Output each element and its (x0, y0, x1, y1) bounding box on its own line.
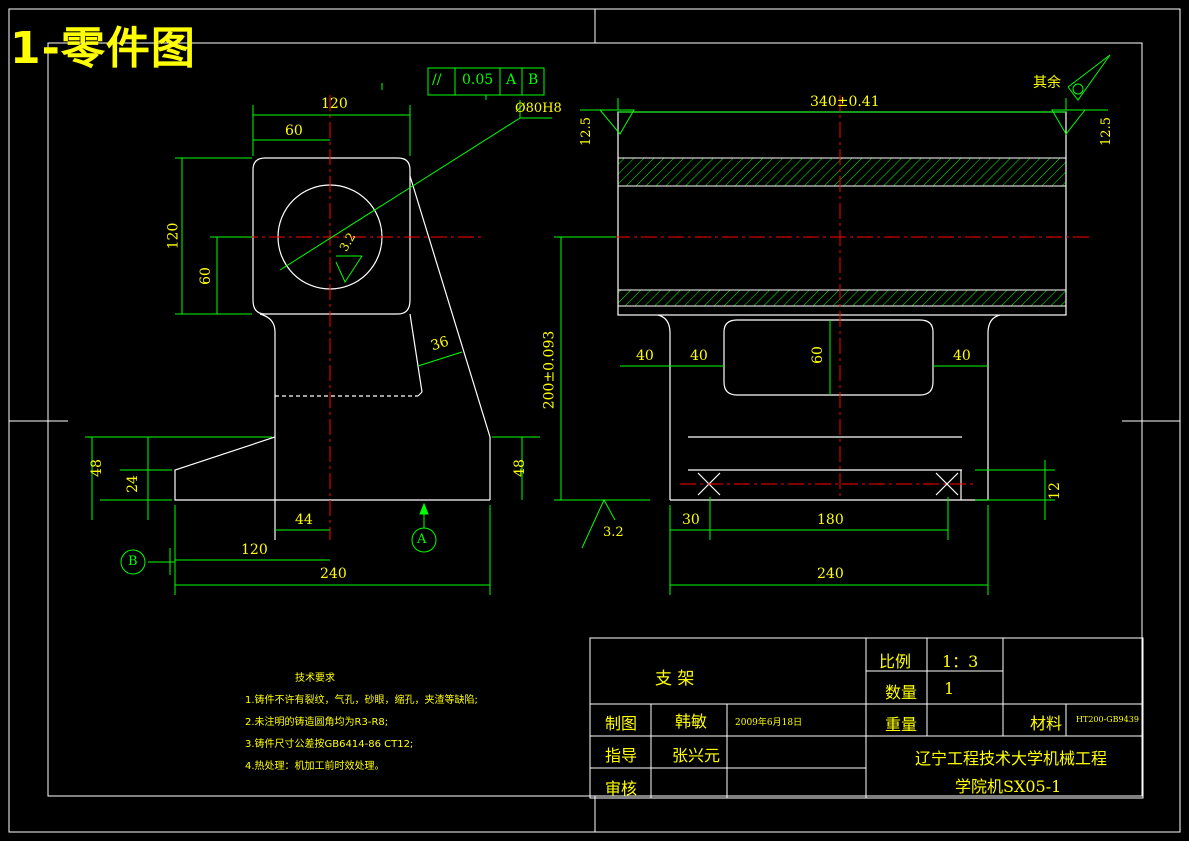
school-line-1: 辽宁工程技术大学机械工程 (915, 749, 1108, 768)
material-value: HT200-GB9439 (1076, 715, 1139, 724)
dim-slot-depth: 12 (1046, 482, 1063, 500)
review-label: 审核 (605, 779, 638, 798)
datum-a-label: A (417, 532, 427, 547)
scale-label: 比例 (879, 652, 912, 671)
tech-requirement-item: 1.铸件不许有裂纹，气孔，砂眼，缩孔，夹渣等缺陷; (245, 695, 478, 706)
drawn-label: 制图 (605, 714, 638, 733)
tolerance-symbol: // (432, 72, 442, 88)
dim-side-offset: 30 (682, 512, 700, 528)
datum-markers (120, 527, 437, 575)
dim-base-height: 48 (88, 459, 105, 477)
surface-note: 其余 (1033, 75, 1061, 91)
datum-b-label: B (128, 554, 138, 569)
side-view-dimensions (554, 54, 1111, 595)
tech-requirements-heading: 技术要求 (295, 673, 335, 684)
front-view-dimensions (85, 83, 552, 595)
sheet-border (8, 8, 1181, 833)
dim-side-length: 340±0.41 (810, 94, 880, 110)
dim-front-top-width: 120 (321, 96, 348, 112)
sheet-title: 1-零件图 (10, 23, 196, 74)
tolerance-datum-a: A (506, 72, 517, 88)
drawn-date: 2009年6月18日 (735, 718, 803, 728)
guide-label: 指导 (605, 746, 638, 765)
dim-right-height: 48 (511, 459, 528, 477)
weight-label: 重量 (885, 715, 918, 734)
dim-front-center-height: 60 (197, 267, 214, 285)
dim-side-base-width: 240 (817, 566, 844, 582)
scale-value: 1：3 (942, 652, 979, 671)
tech-requirement-item: 4.热处理：机加工前时效处理。 (245, 761, 385, 772)
dim-bore: Ø80H8 (515, 101, 562, 116)
dim-front-base-width: 240 (320, 566, 347, 582)
title-block-grid (589, 637, 1144, 799)
dim-right-40: 40 (953, 348, 971, 364)
dim-window-height: 60 (809, 346, 826, 364)
dim-center-height: 200±0.093 (541, 330, 558, 410)
school-line-2: 学院机SX05-1 (955, 777, 1062, 796)
dim-foot-step: 44 (295, 512, 313, 528)
tech-requirement-item: 3.铸件尺寸公差按GB6414-86 CT12; (245, 739, 414, 750)
dim-foot-height: 24 (124, 475, 141, 493)
side-view-centerlines (560, 95, 1092, 500)
tolerance-frame (427, 67, 545, 100)
part-name: 支 架 (655, 669, 695, 689)
dim-hole-pitch: 180 (817, 512, 844, 528)
tolerance-value: 0.05 (462, 72, 494, 88)
qty-label: 数量 (885, 683, 918, 702)
front-view-centerlines (215, 95, 485, 540)
qty-value: 1 (944, 679, 955, 698)
material-label: 材料 (1030, 714, 1063, 733)
roughness-right-end: 12.5 (1098, 117, 1114, 146)
side-view-hatch-bottom (617, 289, 1067, 307)
dim-left-40a: 40 (636, 348, 654, 364)
dim-front-half-width: 60 (285, 123, 303, 139)
tolerance-datum-b: B (528, 72, 539, 88)
guide-name: 张兴元 (672, 746, 721, 765)
tech-requirements: 技术要求 1.铸件不许有裂纹，气孔，砂眼，缩孔，夹渣等缺陷; 2.未注明的铸造圆… (245, 668, 478, 778)
roughness-left-end: 12.5 (578, 117, 594, 146)
dim-datum-b-offset: 120 (241, 542, 268, 558)
dim-front-height: 120 (165, 222, 182, 250)
side-view-hatch-top (617, 157, 1067, 187)
dim-left-40b: 40 (690, 348, 708, 364)
roughness-base: 3.2 (603, 525, 624, 540)
tech-requirement-item: 2.未注明的铸造圆角均为R3-R8; (245, 717, 389, 728)
drawn-name: 韩敏 (675, 712, 708, 731)
